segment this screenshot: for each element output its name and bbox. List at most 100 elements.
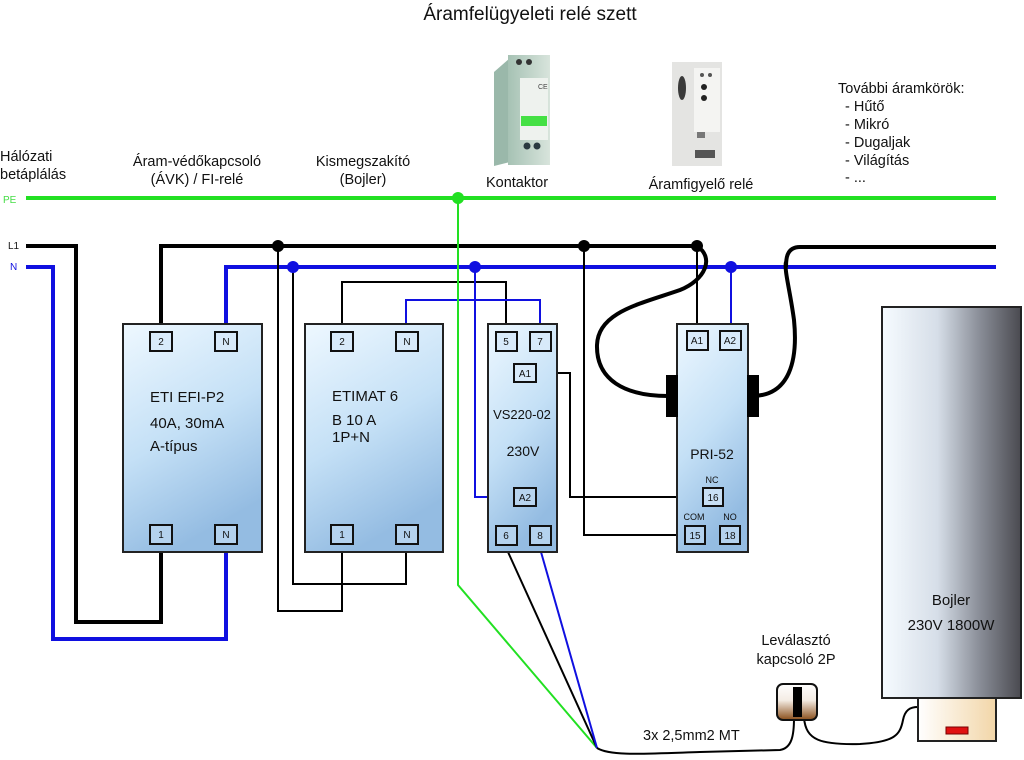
mcb-line-in-wire bbox=[277, 246, 343, 612]
mcb-heading-line1: Kismegszakító bbox=[316, 154, 410, 170]
ct-loop-wire-in bbox=[594, 244, 709, 398]
n-feed-wire bbox=[26, 265, 228, 641]
mcb-neutral-in-wire bbox=[292, 267, 407, 585]
contactor-heading: Kontaktor bbox=[486, 175, 548, 191]
n-junction bbox=[725, 261, 737, 273]
n-bus bbox=[224, 265, 996, 324]
contactor-terminal bbox=[529, 331, 552, 352]
rcd-heading-line1: Áram-védőkapcsoló bbox=[133, 153, 261, 170]
terminal-label: A1 bbox=[519, 369, 532, 380]
mcb-terminal bbox=[330, 331, 354, 352]
mcb-poles: 1P+N bbox=[332, 429, 370, 446]
com-supply-wire bbox=[583, 246, 686, 536]
l1-load-line bbox=[784, 245, 996, 268]
terminal-label: N bbox=[222, 337, 229, 348]
terminal-label: 1 bbox=[158, 530, 164, 541]
rcd-terminal bbox=[149, 331, 173, 352]
mcb-model: ETIMAT 6 bbox=[332, 388, 398, 405]
other-circuits-heading: További áramkörök: bbox=[838, 81, 965, 97]
l1-junction bbox=[691, 240, 703, 252]
contactor-model: VS220-02 bbox=[493, 407, 551, 422]
n-bus-label: N bbox=[10, 262, 17, 273]
l1-bus bbox=[159, 244, 698, 324]
pe-drop-wire bbox=[457, 198, 598, 749]
l1-bus-label: L1 bbox=[8, 241, 20, 252]
contactor-terminal bbox=[513, 487, 537, 507]
com-label: COM bbox=[684, 512, 705, 522]
mcb-to-contactor-line bbox=[341, 281, 507, 334]
load-neutral-wire bbox=[540, 551, 598, 749]
terminal-label: 1 bbox=[339, 530, 345, 541]
other-circuit-item: - Hűtő bbox=[845, 99, 885, 115]
cable-to-boiler bbox=[803, 706, 919, 746]
mcb-terminal bbox=[330, 524, 354, 545]
diagram-title: Áramfelügyeleti relé szett bbox=[423, 4, 637, 25]
switch-label-line1: Leválasztó bbox=[761, 633, 830, 649]
boiler-label: Bojler bbox=[932, 592, 970, 609]
terminal-label: 16 bbox=[707, 493, 719, 504]
switch-label-line2: kapcsoló 2P bbox=[757, 652, 836, 668]
monitor-terminal bbox=[702, 487, 724, 507]
monitor-relay-photo bbox=[672, 62, 722, 166]
switch-toggle[interactable] bbox=[793, 687, 802, 717]
feed-heading-line1: Hálózati bbox=[0, 149, 52, 165]
l1-feed-wire bbox=[26, 244, 163, 624]
nc-label: NC bbox=[706, 475, 719, 485]
monitor-heading: Áramfigyelő relé bbox=[649, 176, 754, 193]
mcb-terminal bbox=[395, 331, 419, 352]
feed-heading-line2: betáplálás bbox=[0, 167, 66, 183]
monitor-terminal bbox=[686, 330, 709, 351]
other-circuit-item: - Világítás bbox=[845, 153, 909, 169]
boiler: Bojler 230V 1800W bbox=[881, 306, 1022, 742]
other-circuit-item: - Dugaljak bbox=[845, 135, 911, 151]
other-circuits-list: További áramkörök: - Hűtő - Mikró - Duga… bbox=[838, 81, 965, 186]
mcb-to-contactor-neutral bbox=[405, 299, 541, 334]
monitor-terminal bbox=[719, 525, 741, 545]
l1-junction bbox=[578, 240, 590, 252]
l1-junction bbox=[272, 240, 284, 252]
terminal-label: N bbox=[403, 530, 410, 541]
rcd-terminal bbox=[214, 524, 238, 545]
contactor-terminal bbox=[513, 363, 537, 383]
no-label: NO bbox=[723, 512, 737, 522]
rcd-rating: 40A, 30mA bbox=[150, 415, 224, 432]
mcb-rating: B 10 A bbox=[332, 412, 376, 429]
svg-text:CE: CE bbox=[538, 84, 548, 91]
terminal-label: 8 bbox=[537, 531, 543, 542]
other-circuit-item: - Mikró bbox=[845, 117, 889, 133]
n-junction bbox=[287, 261, 299, 273]
rcd-type: A-típus bbox=[150, 438, 198, 455]
isolator-switch[interactable] bbox=[776, 683, 818, 721]
rcd-model: ETI EFI-P2 bbox=[150, 389, 224, 406]
monitor-terminal bbox=[684, 525, 706, 545]
rcd-heading-line2: (ÁVK) / FI-relé bbox=[151, 171, 244, 188]
ct-clamp bbox=[747, 375, 759, 417]
ct-clamp bbox=[666, 375, 678, 417]
monitor-relay-device: A1 A2 PRI-52 NC 16 COM NO 15 18 bbox=[666, 323, 759, 553]
monitor-model: PRI-52 bbox=[690, 446, 734, 462]
boiler-indicator-light bbox=[945, 726, 969, 735]
pe-junction bbox=[452, 192, 464, 204]
mcb-device: 2 N 1 N ETIMAT 6 B 10 A 1P+N bbox=[304, 323, 444, 553]
terminal-label: 7 bbox=[537, 337, 543, 348]
boiler-rating: 230V 1800W bbox=[908, 617, 996, 634]
contactor-voltage: 230V bbox=[507, 443, 540, 459]
contactor-device: 5 7 A1 A2 6 8 VS220-02 230V bbox=[487, 323, 558, 553]
ct-loop-wire-out bbox=[751, 261, 797, 398]
contactor-terminal bbox=[495, 525, 518, 546]
mcb-heading-line2: (Bojler) bbox=[340, 172, 387, 188]
contactor-terminal bbox=[529, 525, 552, 546]
rcd-terminal bbox=[149, 524, 173, 545]
terminal-label: N bbox=[403, 337, 410, 348]
terminal-label: 2 bbox=[158, 337, 164, 348]
contactor-terminal bbox=[495, 331, 518, 352]
terminal-label: 5 bbox=[503, 337, 509, 348]
terminal-label: A1 bbox=[691, 336, 704, 347]
boiler-base bbox=[917, 697, 997, 742]
terminal-label: 2 bbox=[339, 337, 345, 348]
n-junction bbox=[469, 261, 481, 273]
terminal-label: 18 bbox=[724, 531, 736, 542]
cable-to-switch bbox=[596, 717, 795, 755]
pe-bus-label: PE bbox=[3, 195, 17, 206]
